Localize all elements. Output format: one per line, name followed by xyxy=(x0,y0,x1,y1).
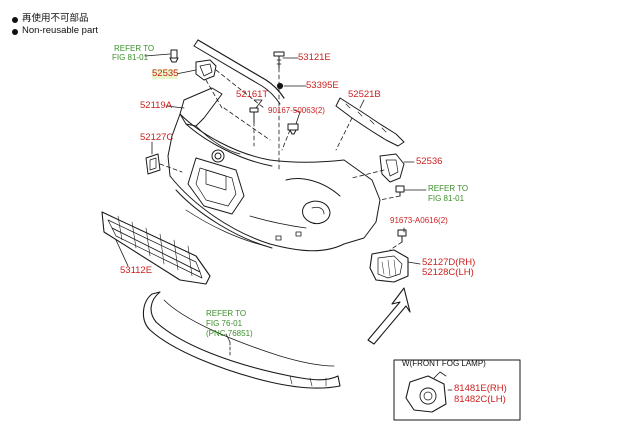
retainer-52521b xyxy=(335,97,405,147)
part-label-52536[interactable]: 52536 xyxy=(416,156,443,167)
lower-grille-53112e xyxy=(101,211,211,285)
bumper-cover xyxy=(167,87,381,252)
legend-en: Non-reusable part xyxy=(22,25,99,36)
part-label-81481e[interactable]: 81481E(RH) xyxy=(454,383,507,394)
bolt-right xyxy=(395,185,405,197)
part-label-91673[interactable]: 91673-A0616(2) xyxy=(390,216,448,225)
refer-link-bottom[interactable]: REFER TO xyxy=(206,309,247,318)
fog-lamp-box-title: W(FRONT FOG LAMP) xyxy=(402,359,486,368)
bracket-52536 xyxy=(379,153,405,183)
screw-90167 xyxy=(287,123,299,135)
upper-retainer-strip xyxy=(193,39,285,105)
fog-lamp-box xyxy=(393,359,521,421)
leader-lines xyxy=(115,53,453,391)
screw-52161t xyxy=(249,107,259,123)
legend-dot-icon xyxy=(12,17,18,23)
part-label-52127d[interactable]: 52127D(RH) xyxy=(422,257,476,268)
screw-53121e xyxy=(273,51,285,69)
legend-dot-icon xyxy=(12,29,18,35)
refer-link-right[interactable]: REFER TO xyxy=(428,184,469,193)
direction-arrow xyxy=(367,287,411,345)
lower-spoiler xyxy=(142,291,341,389)
refer-link-top[interactable]: REFER TO xyxy=(114,44,155,53)
part-label-81482c[interactable]: 81482C(LH) xyxy=(454,394,506,405)
part-label-53112e[interactable]: 53112E xyxy=(120,265,153,276)
part-label-90167[interactable]: 90167-50063(2) xyxy=(268,106,325,115)
part-label-53121e[interactable]: 53121E xyxy=(298,52,331,63)
clip-52127c xyxy=(145,153,161,175)
part-label-52128c[interactable]: 52128C(LH) xyxy=(422,267,474,278)
refer-link-top-fig[interactable]: FIG 81-01 xyxy=(112,53,149,62)
refer-link-bottom-fig[interactable]: FIG 76-01 xyxy=(206,319,243,328)
assembly-lines xyxy=(159,67,403,251)
part-label-52119a[interactable]: 52119A xyxy=(140,100,173,111)
part-label-52127c[interactable]: 52127C xyxy=(140,132,174,143)
non-reusable-dot xyxy=(276,82,284,90)
bracket-52535 xyxy=(195,59,217,81)
part-label-52161t[interactable]: 52161T xyxy=(236,89,269,100)
clip-top xyxy=(169,49,179,63)
refer-link-right-fig[interactable]: FIG 81-01 xyxy=(428,194,465,203)
legend-cn: 再使用不可部品 xyxy=(22,13,89,24)
part-label-52535[interactable]: 52535 xyxy=(152,68,179,79)
bolt-91673 xyxy=(397,229,407,243)
part-label-53395e[interactable]: 53395E xyxy=(306,80,339,91)
part-label-52521b[interactable]: 52521B xyxy=(348,89,381,100)
fog-cover-52127d xyxy=(369,249,409,283)
refer-link-bottom-pnc[interactable]: (PNC 76851) xyxy=(206,329,253,338)
